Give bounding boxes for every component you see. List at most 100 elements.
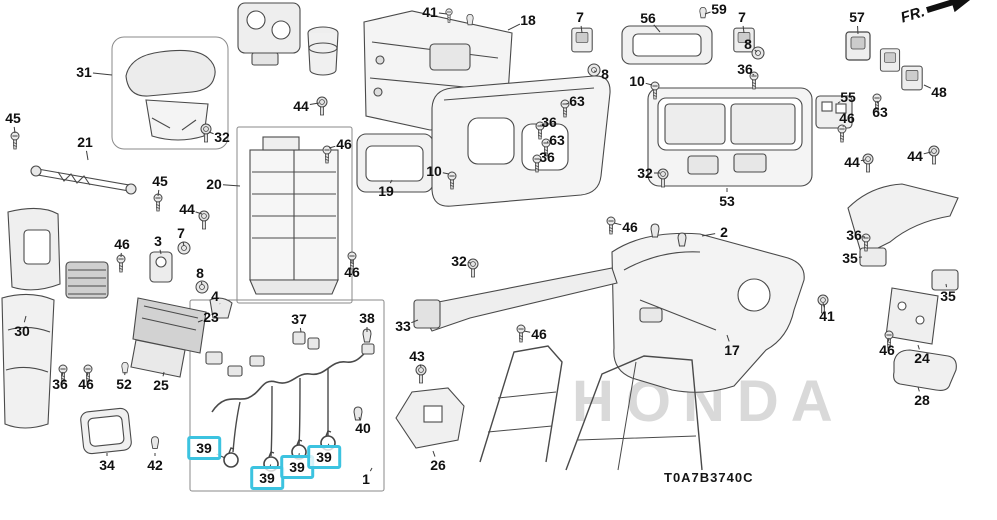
part-callout-38[interactable]: 38 <box>359 310 375 326</box>
part-callout-7[interactable]: 7 <box>738 9 746 25</box>
part-callout-32[interactable]: 32 <box>451 253 467 269</box>
part-callout-7[interactable]: 7 <box>576 9 584 25</box>
part-callout-43[interactable]: 43 <box>409 348 425 364</box>
part-callout-55[interactable]: 55 <box>840 89 856 105</box>
part-callout-2[interactable]: 2 <box>720 224 728 240</box>
part-callout-41[interactable]: 41 <box>422 4 438 20</box>
part-callout-36[interactable]: 36 <box>52 376 68 392</box>
part-callout-32[interactable]: 32 <box>637 165 653 181</box>
part-tray-19 <box>356 133 434 193</box>
part-callout-20[interactable]: 20 <box>206 176 222 192</box>
part-callout-8[interactable]: 8 <box>601 66 609 82</box>
part-callout-57[interactable]: 57 <box>849 9 865 25</box>
part-right-bracket-group <box>847 183 959 391</box>
part-callout-53[interactable]: 53 <box>719 193 735 209</box>
part-callout-39[interactable]: 39 <box>307 445 341 469</box>
part-callout-48[interactable]: 48 <box>931 84 947 100</box>
part-callout-10[interactable]: 10 <box>426 163 442 179</box>
part-callout-36[interactable]: 36 <box>846 227 862 243</box>
part-callout-33[interactable]: 33 <box>395 318 411 334</box>
part-callout-36[interactable]: 36 <box>539 149 555 165</box>
part-side-panel-30-upper <box>7 207 61 291</box>
part-callout-21[interactable]: 21 <box>77 134 93 150</box>
part-callout-46[interactable]: 46 <box>531 326 547 342</box>
part-callout-31[interactable]: 31 <box>76 64 92 80</box>
part-callout-42[interactable]: 42 <box>147 457 163 473</box>
part-stand-rear <box>565 355 703 471</box>
part-beam-33 <box>413 267 618 332</box>
part-callout-37[interactable]: 37 <box>291 311 307 327</box>
part-callout-46[interactable]: 46 <box>78 376 94 392</box>
part-callout-30[interactable]: 30 <box>14 323 30 339</box>
part-callout-36[interactable]: 36 <box>541 114 557 130</box>
part-tray-56 <box>621 25 713 65</box>
part-callout-32[interactable]: 32 <box>214 129 230 145</box>
part-callout-45[interactable]: 45 <box>152 173 168 189</box>
part-callout-19[interactable]: 19 <box>378 183 394 199</box>
part-callout-28[interactable]: 28 <box>914 392 930 408</box>
part-bracket-26 <box>395 387 465 449</box>
part-callout-3[interactable]: 3 <box>154 233 162 249</box>
part-armrest <box>125 49 216 141</box>
part-callout-8[interactable]: 8 <box>196 265 204 281</box>
fr-arrow-icon <box>926 0 977 13</box>
part-callout-46[interactable]: 46 <box>839 110 855 126</box>
part-callout-59[interactable]: 59 <box>711 1 727 17</box>
part-callout-35[interactable]: 35 <box>940 288 956 304</box>
group-boxes <box>111 36 385 492</box>
part-tray-25 <box>130 339 186 378</box>
part-callout-23[interactable]: 23 <box>203 309 219 325</box>
part-bracket-55 <box>815 95 853 129</box>
part-callout-44[interactable]: 44 <box>844 154 860 170</box>
part-console-frame-20 <box>249 136 339 295</box>
part-console-body-17 <box>611 232 805 393</box>
part-callout-1[interactable]: 1 <box>362 471 370 487</box>
part-callout-17[interactable]: 17 <box>724 342 740 358</box>
part-callout-41[interactable]: 41 <box>819 308 835 324</box>
fr-label: FR. <box>898 2 927 27</box>
part-mat-34 <box>80 407 132 455</box>
part-callout-52[interactable]: 52 <box>116 376 132 392</box>
part-callout-8[interactable]: 8 <box>744 36 752 52</box>
part-callout-4[interactable]: 4 <box>211 288 219 304</box>
part-callout-46[interactable]: 46 <box>879 342 895 358</box>
part-wire-harness <box>205 331 375 472</box>
part-callout-24[interactable]: 24 <box>914 350 930 366</box>
part-callout-56[interactable]: 56 <box>640 10 656 26</box>
part-callout-39[interactable]: 39 <box>187 436 221 460</box>
part-callout-44[interactable]: 44 <box>907 148 923 164</box>
part-callout-34[interactable]: 34 <box>99 457 115 473</box>
part-callout-25[interactable]: 25 <box>153 377 169 393</box>
diagram-code: T0A7B3740C <box>664 470 754 485</box>
part-callout-46[interactable]: 46 <box>336 136 352 152</box>
part-callout-46[interactable]: 46 <box>622 219 638 235</box>
part-vent-grille <box>65 261 109 299</box>
part-callout-39[interactable]: 39 <box>250 466 284 490</box>
part-callout-44[interactable]: 44 <box>293 98 309 114</box>
part-callout-63[interactable]: 63 <box>569 93 585 109</box>
part-callout-40[interactable]: 40 <box>355 420 371 436</box>
part-callout-44[interactable]: 44 <box>179 201 195 217</box>
part-cup-holder-insert <box>307 26 339 76</box>
part-callout-10[interactable]: 10 <box>629 73 645 89</box>
part-tray-53 <box>647 87 813 187</box>
part-callout-63[interactable]: 63 <box>549 132 565 148</box>
part-callout-26[interactable]: 26 <box>430 457 446 473</box>
part-callout-63[interactable]: 63 <box>872 104 888 120</box>
part-side-panel-30-lower <box>1 293 55 429</box>
part-callout-46[interactable]: 46 <box>114 236 130 252</box>
part-callout-36[interactable]: 36 <box>737 61 753 77</box>
part-tray-23 <box>132 297 207 354</box>
part-callout-18[interactable]: 18 <box>520 12 536 28</box>
part-callout-35[interactable]: 35 <box>842 250 858 266</box>
fr-direction: FR. <box>897 0 980 29</box>
part-slide-rail-21 <box>30 165 137 195</box>
part-stand-front <box>479 345 563 463</box>
part-cup-tray <box>237 2 301 66</box>
part-callout-7[interactable]: 7 <box>177 225 185 241</box>
part-callout-46[interactable]: 46 <box>344 264 360 280</box>
part-callout-45[interactable]: 45 <box>5 110 21 126</box>
